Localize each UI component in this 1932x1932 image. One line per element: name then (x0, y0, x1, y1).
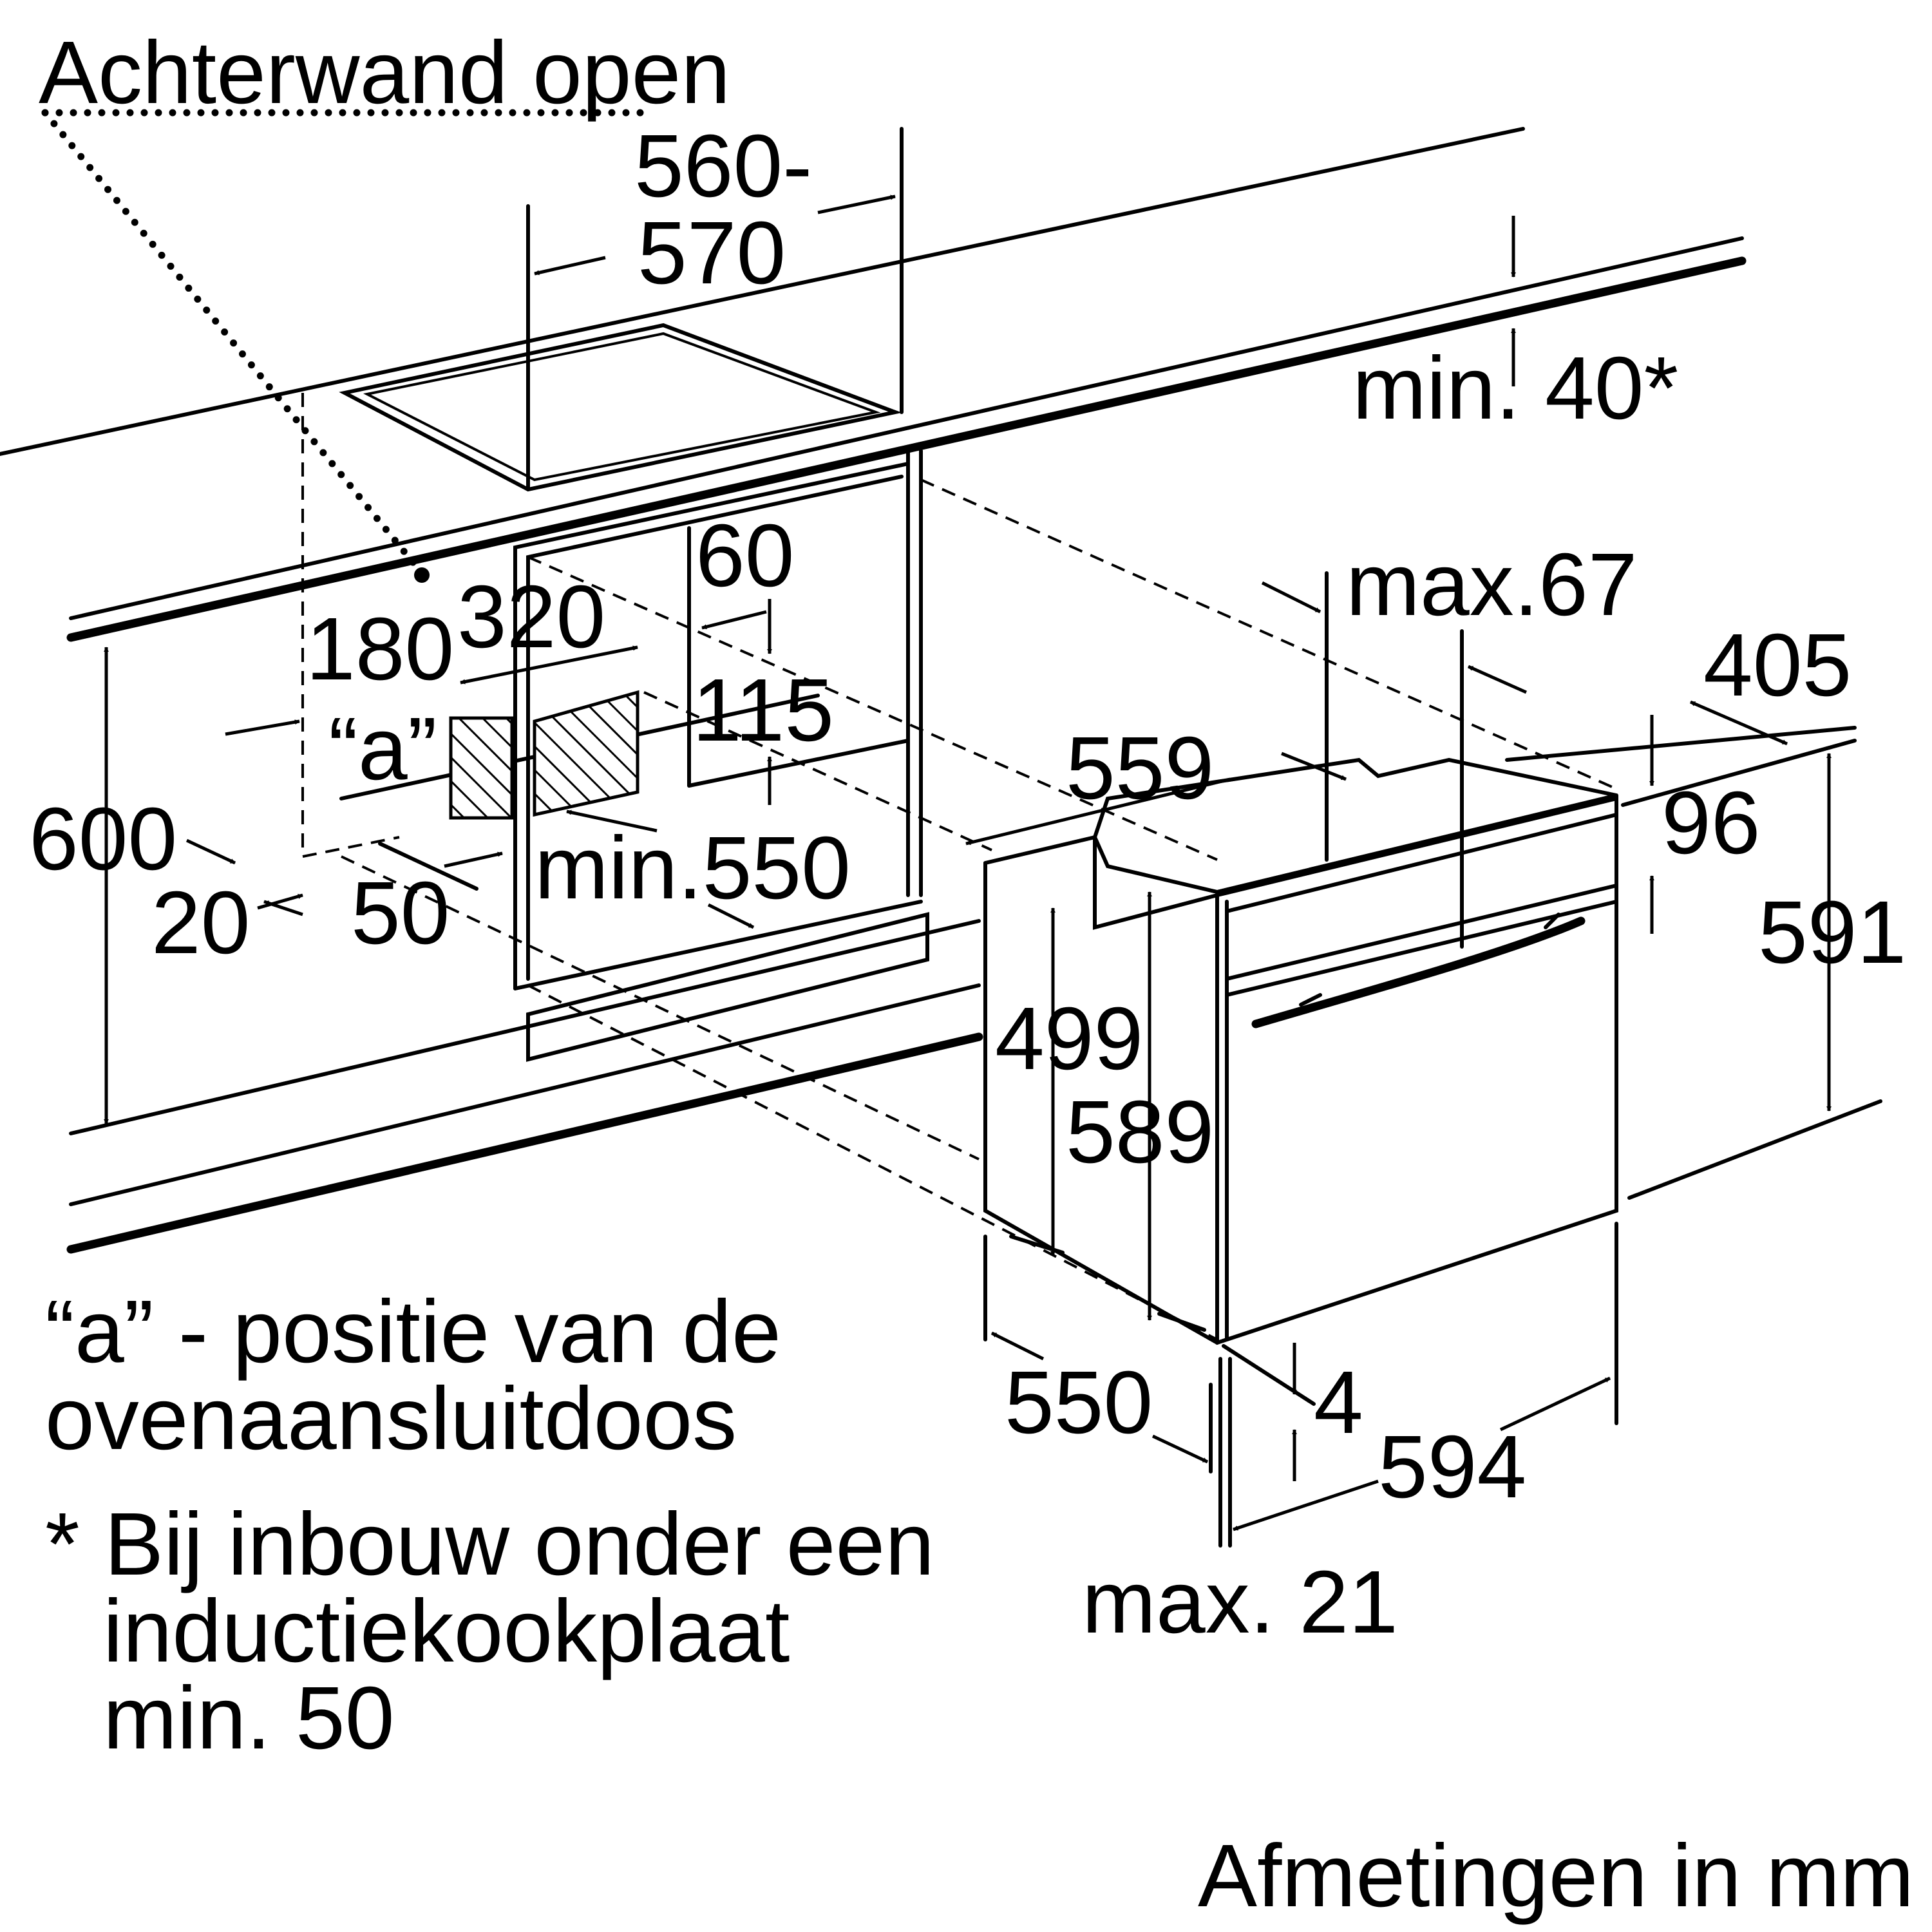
width-range-label-bottom: 570 (638, 204, 786, 303)
units-label: Afmetingen in mm (1198, 1826, 1914, 1926)
d50-label: 50 (351, 864, 450, 963)
hob-cutout (339, 323, 902, 492)
min40-label: min. 40* (1352, 339, 1678, 438)
d550-label: 550 (1005, 1353, 1153, 1452)
connection-box-a (449, 690, 639, 820)
d405-label: 405 (1703, 616, 1852, 715)
d180-label: 180 (306, 600, 454, 699)
dimension-labels: Achterwand open 560- 570 min. 40* 60 max… (29, 23, 1906, 1652)
max67-label: max.67 (1346, 535, 1638, 634)
note-a-line1: “a” - positie van de (45, 1282, 781, 1381)
d591-label: 591 (1758, 883, 1906, 982)
marker-a-label: “a” (328, 699, 437, 799)
rear-wall-label: Achterwand open (39, 23, 730, 122)
d320-label: 320 (457, 567, 605, 667)
d115-label: 115 (692, 661, 834, 760)
dimension-lines (104, 127, 1882, 1548)
d589-label: 589 (1066, 1083, 1214, 1182)
note-star-line1: * Bij inbouw onder een (45, 1495, 934, 1594)
d499-label: 499 (995, 989, 1143, 1088)
note-star-line3: min. 50 (103, 1669, 395, 1768)
min550-label: min.550 (535, 819, 851, 918)
d559-label: 559 (1066, 719, 1214, 818)
rear-wall-leader (41, 109, 648, 583)
d20-label: 20 (151, 873, 251, 972)
oven (983, 757, 1618, 1345)
d4-label: 4 (1314, 1353, 1363, 1452)
note-a-line2: ovenaansluitdoos (45, 1369, 737, 1468)
note-star-line2: inductiekookplaat (103, 1582, 790, 1681)
d594-label: 594 (1378, 1417, 1526, 1517)
worktop (0, 127, 1747, 1254)
width-range-label-top: 560- (634, 117, 812, 216)
max21-label: max. 21 (1082, 1553, 1398, 1652)
d60-label: 60 (696, 506, 795, 605)
d600-label: 600 (29, 790, 177, 889)
footnotes: “a” - positie van de ovenaansluitdoos * … (45, 1282, 1914, 1926)
d96-label: 96 (1662, 773, 1761, 873)
